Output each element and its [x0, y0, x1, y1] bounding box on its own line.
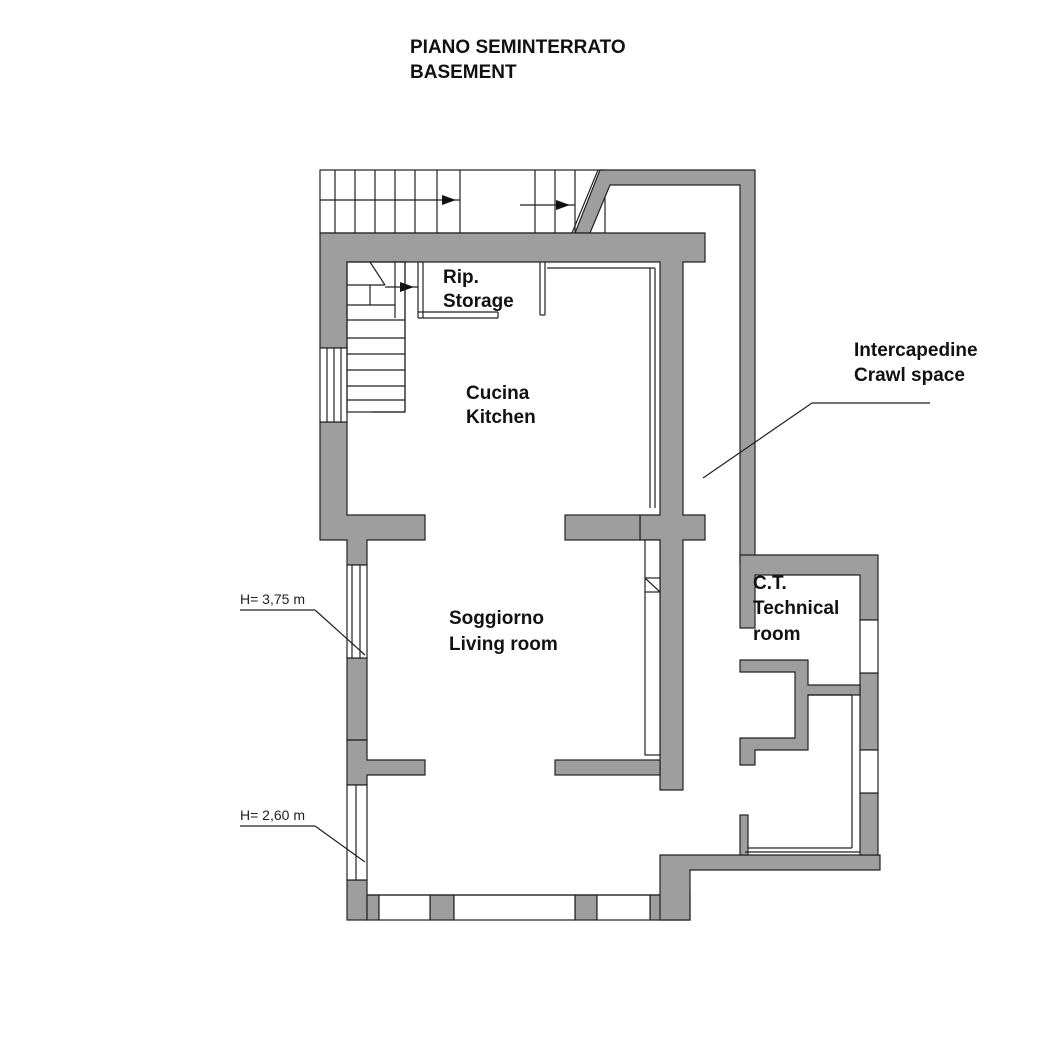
kitchen-label-en: Kitchen — [466, 407, 536, 428]
plan-title-it: PIANO SEMINTERRATO — [410, 37, 626, 58]
storage-label-it: Rip. — [443, 267, 479, 288]
windows — [319, 347, 879, 921]
living-room-label-it: Soggiorno — [449, 608, 544, 629]
technical-room-label-it: C.T. — [753, 573, 787, 594]
structural-walls — [319, 232, 881, 921]
crawl-space-label-en: Crawl space — [854, 365, 965, 386]
crawl-space-label-it: Intercapedine — [854, 340, 978, 361]
technical-room-label-en: Technical — [753, 598, 839, 619]
interior-partitions — [417, 262, 860, 853]
height-annotation-upper: H= 3,75 m — [240, 591, 305, 607]
kitchen-label-it: Cucina — [466, 383, 530, 404]
exterior-staircase — [319, 169, 606, 234]
interior-staircase — [346, 261, 418, 413]
leader-lines — [240, 402, 930, 863]
height-annotation-lower: H= 2,60 m — [240, 807, 305, 823]
plan-title-en: BASEMENT — [410, 62, 517, 83]
living-room-label-en: Living room — [449, 634, 558, 655]
technical-room-label-en2: room — [753, 624, 801, 645]
storage-label-en: Storage — [443, 291, 514, 312]
